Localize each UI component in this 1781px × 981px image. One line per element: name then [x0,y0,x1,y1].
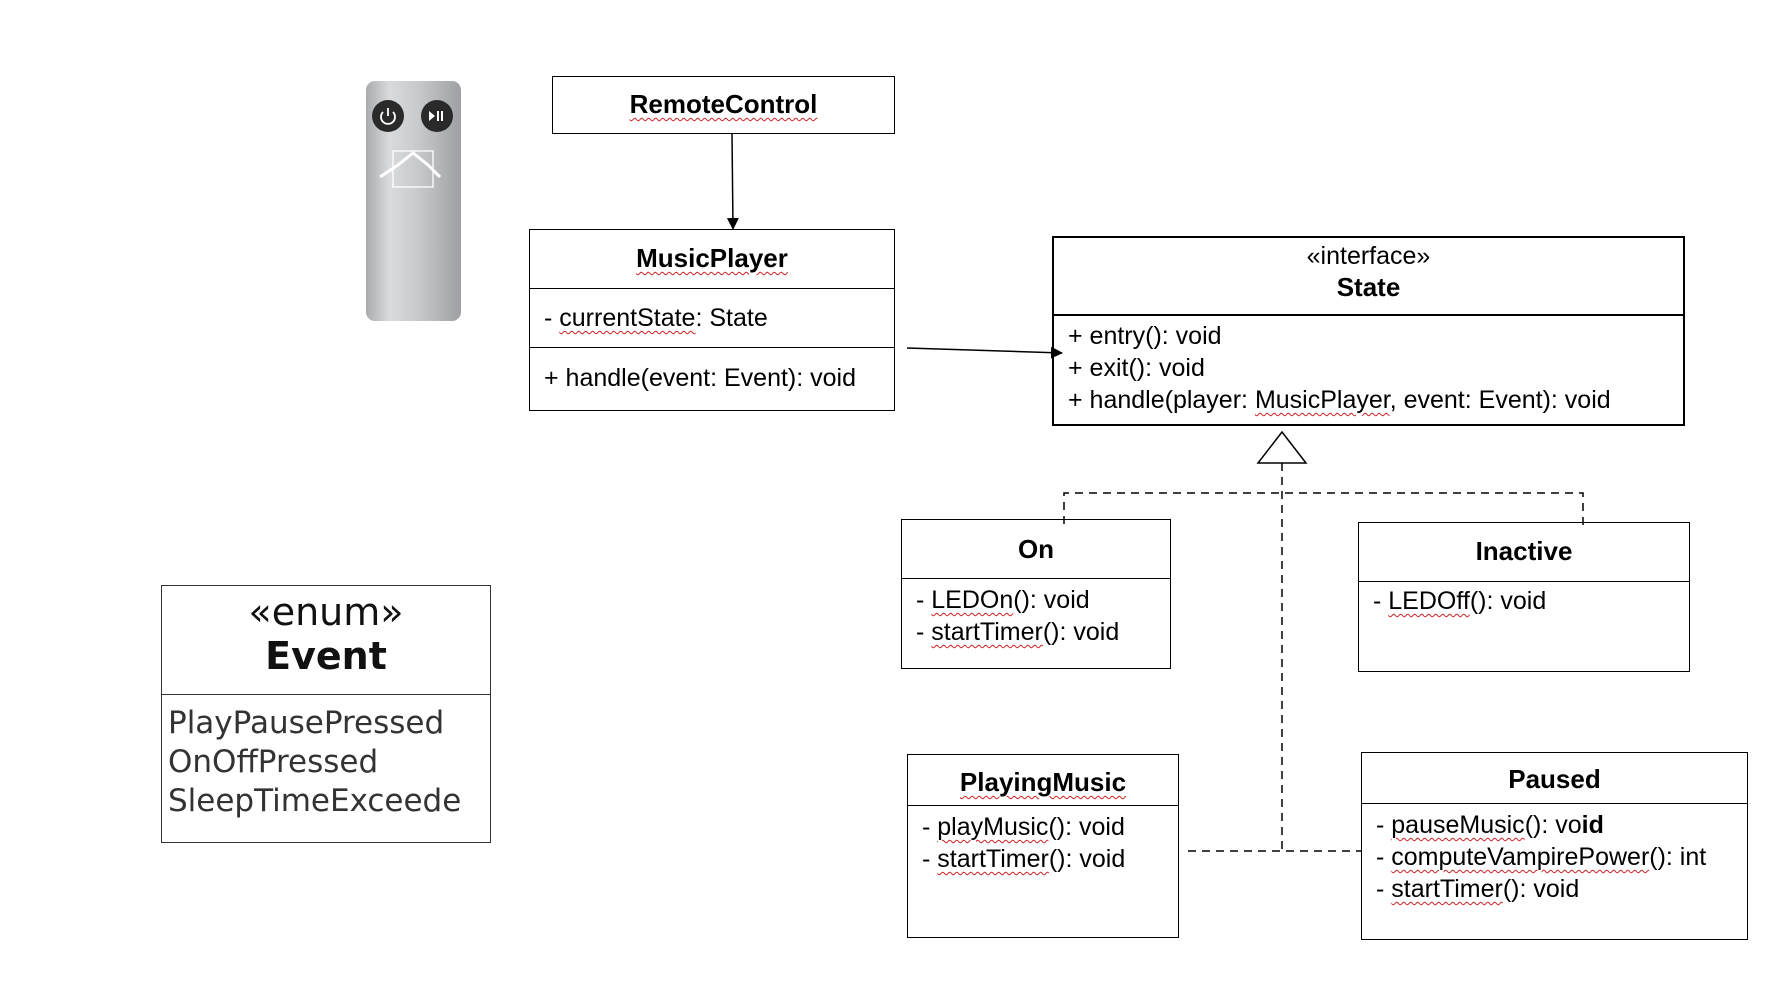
enum-literal: PlayPausePressed [168,705,445,741]
enum-literal: OnOffPressed [168,744,379,780]
class-title: PlayingMusic [959,767,1127,797]
power-icon [372,100,404,132]
enum-literal: SleepTimeExceede [168,783,462,819]
realization-lines [1063,463,1584,852]
remote-control-image [366,81,461,321]
operation: - computeVampirePower(): int [1376,843,1707,871]
operation: + exit(): void [1068,354,1205,382]
class-title: Event [265,634,387,678]
operation: + handle(event: Event): void [544,364,856,392]
event-enum: «enum» Event PlayPausePressed OnOffPress… [161,585,491,843]
class-title: MusicPlayer [636,243,788,273]
state-interface: «interface» State + entry(): void + exit… [1052,236,1685,426]
operation: - pauseMusic(): void [1376,811,1604,839]
class-title: RemoteControl [629,89,818,119]
stereotype-label: «interface» [1306,242,1431,270]
house-icon [379,150,442,188]
operation: + entry(): void [1068,322,1222,350]
operations-compartment: - LEDOff(): void [1359,585,1689,617]
realization-triangle [1256,430,1308,464]
stereotype-label: «enum» [248,590,404,634]
operation: + handle(player: MusicPlayer, event: Eve… [1068,386,1611,414]
class-title: Paused [1508,764,1601,794]
music-player-class: MusicPlayer - currentState: State + hand… [529,229,895,411]
operation: - LEDOff(): void [1373,587,1547,615]
class-title: Inactive [1475,536,1573,566]
operations-compartment: - pauseMusic(): void - computeVampirePow… [1362,809,1747,905]
operation: - startTimer(): void [1376,875,1580,903]
playing-music-class: PlayingMusic - playMusic(): void - start… [907,754,1179,938]
class-title: On [1017,534,1055,564]
operation: - playMusic(): void [922,813,1125,841]
operation: - startTimer(): void [922,845,1126,873]
operations-compartment: - LEDOn(): void - startTimer(): void [902,584,1170,648]
operations-compartment: - playMusic(): void - startTimer(): void [908,811,1178,875]
operations-compartment: + entry(): void + exit(): void + handle(… [1054,320,1683,416]
inactive-class: Inactive - LEDOff(): void [1358,522,1690,672]
literals-compartment: PlayPausePressed OnOffPressed SleepTimeE… [162,704,490,821]
operation: - startTimer(): void [916,618,1120,646]
on-class: On - LEDOn(): void - startTimer(): void [901,519,1171,669]
operation: - LEDOn(): void [916,586,1090,614]
remote-control-class: RemoteControl [552,76,895,134]
association-arrow [726,133,739,230]
play-pause-icon [421,100,453,132]
operations-compartment: + handle(event: Event): void [530,348,894,394]
attributes-compartment: - currentState: State [530,288,894,348]
class-title: State [1336,272,1401,302]
attribute: - currentState: State [544,304,768,332]
paused-class: Paused - pauseMusic(): void - computeVam… [1361,752,1748,940]
association-arrow [906,346,1063,359]
